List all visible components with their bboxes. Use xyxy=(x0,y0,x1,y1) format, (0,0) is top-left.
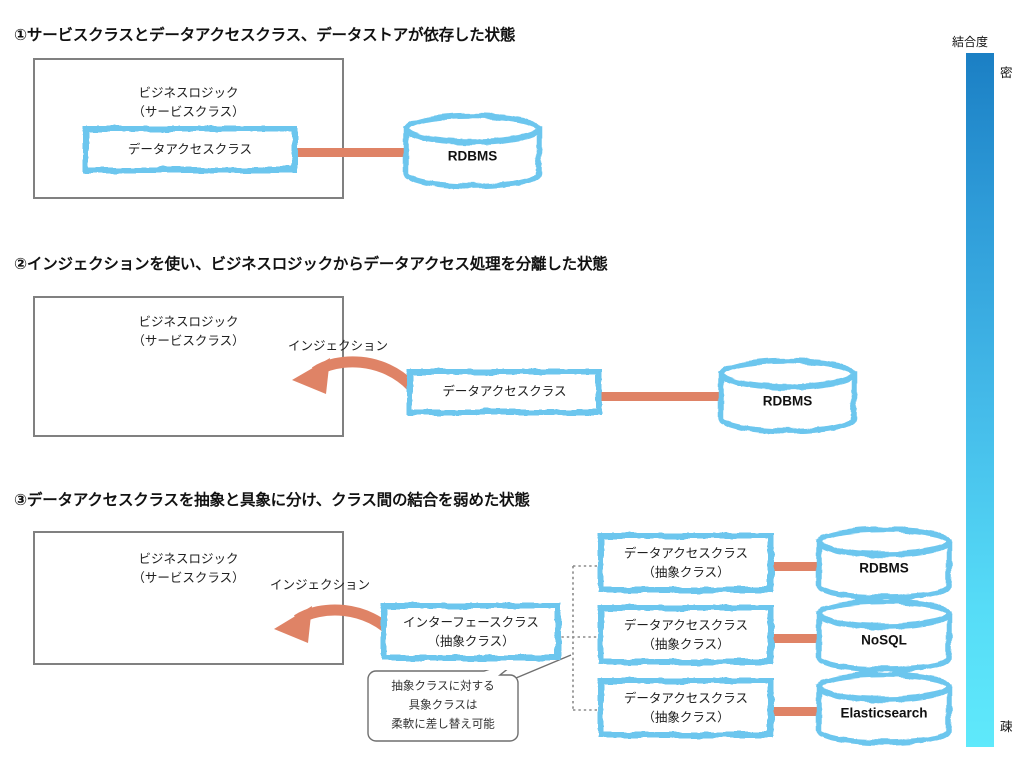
section-2-bl-line2: （サービスクラス） xyxy=(132,334,245,349)
section-3-heading: ③データアクセスクラスを抽象と具象に分け、クラス間の結合を弱めた状態 xyxy=(14,492,530,509)
section-1-heading: ①サービスクラスとデータアクセスクラス、データストアが依存した状態 xyxy=(14,27,516,44)
callout-line-2: 具象クラスは xyxy=(408,699,478,712)
section-3-callout-text: 抽象クラスに対する 具象クラスは 柔軟に差し替え可能 xyxy=(367,678,519,735)
section-3-callout: 抽象クラスに対する 具象クラスは 柔軟に差し替え可能 xyxy=(367,659,520,742)
section-2-datastore-label: RDBMS xyxy=(762,393,813,409)
section-2-bl-line1: ビジネスロジック xyxy=(138,315,239,329)
section-1-datastore-rdbms[interactable]: RDBMS xyxy=(401,112,544,190)
section-3-impl-class-box-1[interactable]: データアクセスクラス （抽象クラス） xyxy=(598,533,774,593)
section-3-interface-class-box[interactable]: インターフェースクラス （抽象クラス） xyxy=(381,603,561,661)
section-1-data-access-class-box[interactable]: データアクセスクラス xyxy=(83,126,297,173)
legend-title: 結合度 xyxy=(952,35,989,49)
section-2-datastore-rdbms[interactable]: RDBMS xyxy=(716,357,859,435)
section-2-data-access-class-box[interactable]: データアクセスクラス xyxy=(407,369,602,415)
section-3-connector-2 xyxy=(767,634,817,643)
section-3-datastore-1[interactable]: RDBMS xyxy=(814,526,954,601)
section-3-connector-1 xyxy=(767,562,817,571)
section-3-connector-3 xyxy=(767,707,817,716)
section-3-datastore-2[interactable]: NoSQL xyxy=(814,598,954,673)
section-3-datastore-label-3: Elasticsearch xyxy=(840,705,928,721)
section-3-business-logic-label: ビジネスロジック （サービスクラス） xyxy=(33,550,344,589)
dotted-branch-icon xyxy=(556,565,602,711)
section-3-impl-class-box-3[interactable]: データアクセスクラス （抽象クラス） xyxy=(598,678,774,738)
section-3-injection-label: インジェクション xyxy=(270,578,371,592)
section-1-business-logic-label: ビジネスロジック （サービスクラス） xyxy=(33,84,344,123)
legend-bottom-label: 疎 xyxy=(1000,720,1013,734)
section-1-datastore-label: RDBMS xyxy=(447,148,498,164)
legend-gradient-bar xyxy=(966,53,994,747)
callout-line-1: 抽象クラスに対する xyxy=(391,680,495,693)
section-2-injection-label: インジェクション xyxy=(288,339,389,353)
section-3-bl-line2: （サービスクラス） xyxy=(132,571,245,586)
section-3-datastore-3[interactable]: Elasticsearch xyxy=(814,671,954,746)
section-1-bl-line1: ビジネスロジック xyxy=(138,86,239,100)
section-3-impl-class-box-2[interactable]: データアクセスクラス （抽象クラス） xyxy=(598,605,774,665)
section-1-bl-line2: （サービスクラス） xyxy=(132,105,245,120)
section-1-connector xyxy=(288,148,411,157)
section-3-datastore-label-1: RDBMS xyxy=(859,560,909,576)
section-2-business-logic-label: ビジネスロジック （サービスクラス） xyxy=(33,313,344,352)
section-2-heading: ②インジェクションを使い、ビジネスロジックからデータアクセス処理を分離した状態 xyxy=(14,256,608,273)
section-2-connector xyxy=(600,392,721,401)
callout-line-3: 柔軟に差し替え可能 xyxy=(391,718,495,731)
section-3-datastore-label-2: NoSQL xyxy=(861,632,907,648)
legend-top-label: 密 xyxy=(1000,66,1013,80)
section-3-bl-line1: ビジネスロジック xyxy=(138,552,239,566)
